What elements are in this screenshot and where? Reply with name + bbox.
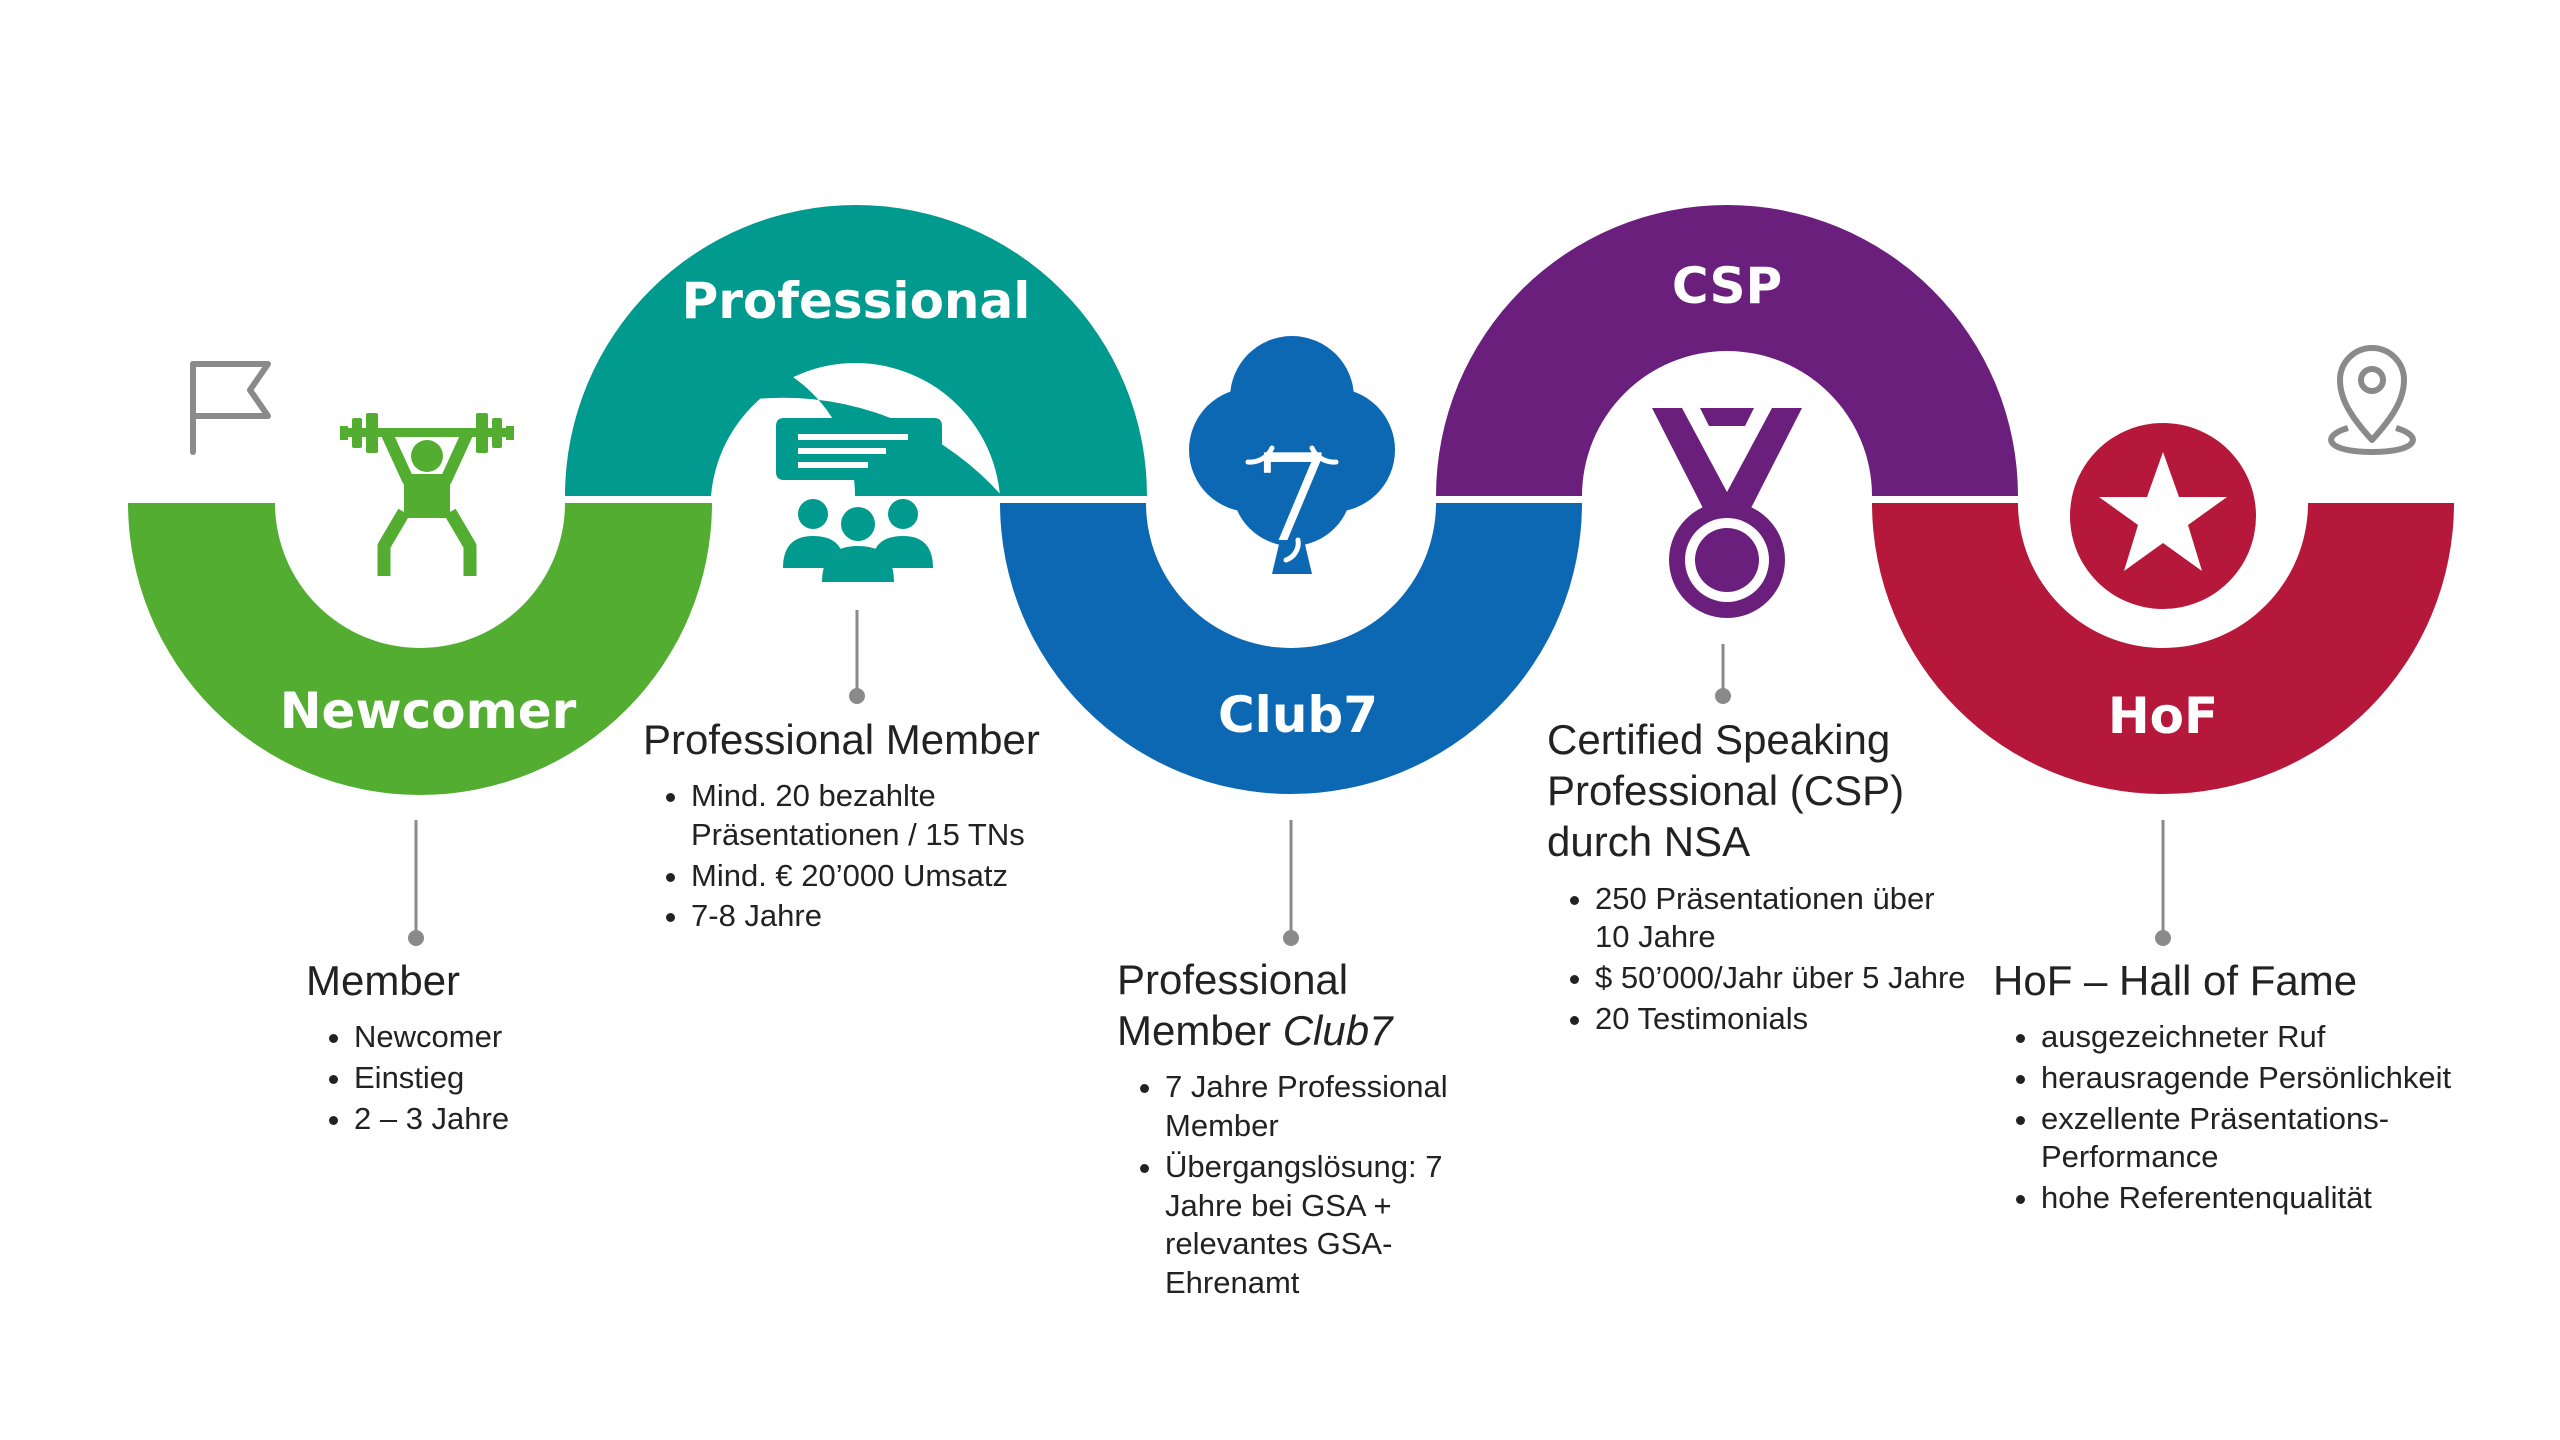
list-item: exzellente Präsentations-Performance bbox=[2041, 1100, 2463, 1178]
list-item: $ 50’000/Jahr über 5 Jahre bbox=[1595, 959, 1977, 998]
band-csp bbox=[1436, 205, 2018, 496]
stage-title: Member bbox=[306, 957, 461, 1004]
band-label-club7: Club7 bbox=[1218, 686, 1378, 744]
band-club7 bbox=[1000, 503, 1582, 794]
medal-icon bbox=[1652, 408, 1802, 618]
stage-description-professional: Professional Member Mind. 20 bezahlte Pr… bbox=[643, 714, 1073, 938]
weightlifter-icon bbox=[340, 413, 514, 576]
list-item: Einstieg bbox=[354, 1059, 726, 1098]
band-label-csp: CSP bbox=[1672, 257, 1782, 315]
list-item: herausragende Persönlichkeit bbox=[2041, 1059, 2463, 1098]
stage-description-member: Member Newcomer Einstieg 2 – 3 Jahre bbox=[306, 955, 726, 1140]
location-pin-icon bbox=[2328, 345, 2416, 455]
stage-title: HoF – Hall of Fame bbox=[1993, 957, 2358, 1004]
list-item: 2 – 3 Jahre bbox=[354, 1100, 726, 1139]
bullet-list: Newcomer Einstieg 2 – 3 Jahre bbox=[306, 1018, 726, 1138]
connectors bbox=[414, 610, 2165, 936]
band-label-hof: HoF bbox=[2108, 687, 2218, 745]
bullet-list: 250 Präsentationen über 10 Jahre $ 50’00… bbox=[1547, 880, 1977, 1039]
band-newcomer bbox=[128, 503, 712, 795]
stage-description-csp: Certified Speaking Professional (CSP) du… bbox=[1547, 714, 1977, 1041]
stage-title-italic: Club7 bbox=[1282, 1007, 1393, 1055]
club7-clover-icon: 7 bbox=[1189, 336, 1395, 574]
stage-description-hof: HoF – Hall of Fame ausgezeichneter Ruf h… bbox=[1993, 955, 2463, 1220]
star-badge-icon bbox=[2070, 423, 2256, 609]
list-item: Mind. € 20’000 Umsatz bbox=[691, 857, 1073, 896]
list-item: 20 Testimonials bbox=[1595, 1000, 1977, 1039]
band-hof bbox=[1872, 503, 2454, 794]
stage-title: Professional Member Club7 bbox=[1117, 954, 1497, 1056]
club7-icon-number: 7 bbox=[1254, 430, 1330, 569]
stage-title: Certified Speaking Professional (CSP) du… bbox=[1547, 716, 1905, 866]
connector-dots bbox=[408, 688, 2171, 946]
audience-presentation-icon bbox=[776, 418, 942, 582]
list-item: 7 Jahre Professional Member bbox=[1165, 1068, 1497, 1146]
bullet-list: 7 Jahre Professional Member Übergangslös… bbox=[1117, 1068, 1497, 1303]
stage-description-club7: Professional Member Club7 7 Jahre Profes… bbox=[1117, 954, 1497, 1305]
list-item: Übergangslösung: 7 Jahre bei GSA + relev… bbox=[1165, 1148, 1497, 1303]
band-label-newcomer: Newcomer bbox=[280, 682, 577, 740]
band-professional-main bbox=[565, 205, 1147, 496]
list-item: 7-8 Jahre bbox=[691, 897, 1073, 936]
band-label-professional: Professional bbox=[682, 272, 1031, 330]
list-item: hohe Referentenqualität bbox=[2041, 1179, 2463, 1218]
list-item: Newcomer bbox=[354, 1018, 726, 1057]
stage-title: Professional Member bbox=[643, 716, 1040, 763]
bullet-list: ausgezeichneter Ruf herausragende Persön… bbox=[1993, 1018, 2463, 1218]
list-item: 250 Präsentationen über 10 Jahre bbox=[1595, 880, 1977, 958]
stage-title-prefix: Professional Member bbox=[1117, 956, 1349, 1055]
flag-icon bbox=[190, 361, 271, 455]
list-item: ausgezeichneter Ruf bbox=[2041, 1018, 2463, 1057]
list-item: Mind. 20 bezahlte Präsentationen / 15 TN… bbox=[691, 777, 1073, 855]
bullet-list: Mind. 20 bezahlte Präsentationen / 15 TN… bbox=[643, 777, 1073, 936]
